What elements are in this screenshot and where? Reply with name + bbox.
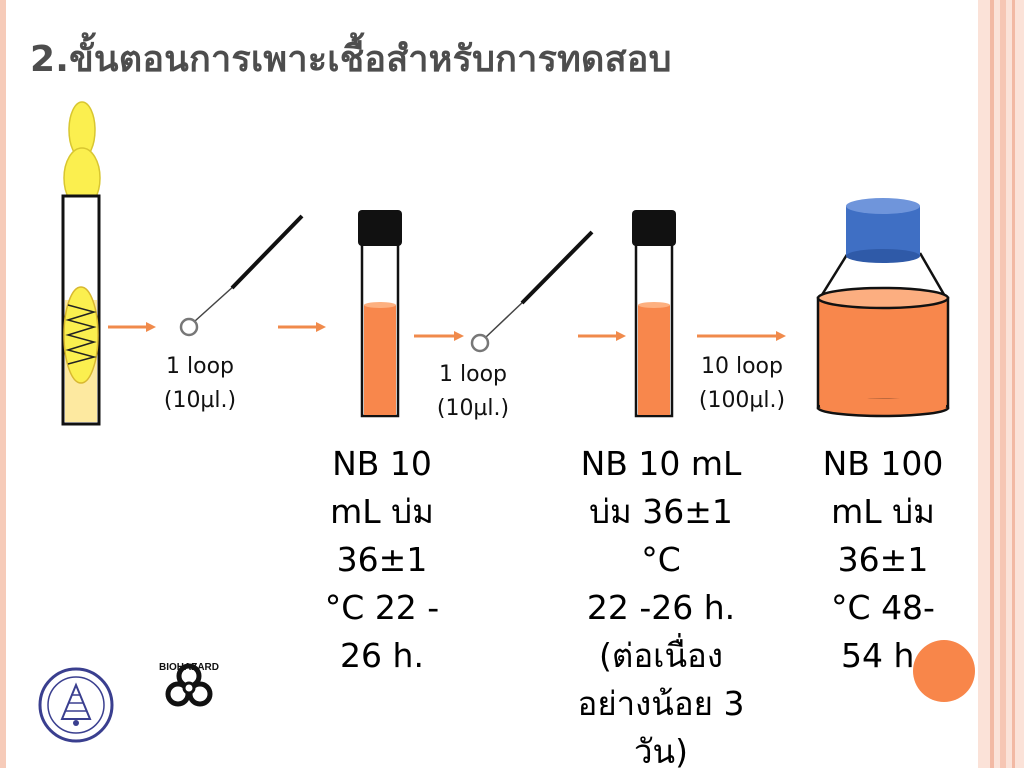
transfer-volume: (10µl.) <box>163 388 237 413</box>
transfer-label-2: 1 loop (10µl.) <box>413 358 533 426</box>
stage-line: 26 h. <box>340 636 424 675</box>
stage-line: °C <box>641 540 681 579</box>
stage-line: 22 -26 h. <box>586 588 736 627</box>
stage-line: วัน) <box>634 732 688 771</box>
slant-tube-icon <box>61 101 101 426</box>
broth-tube-icon <box>358 210 402 418</box>
stage-line: (ต่อเนื่อง <box>599 636 723 675</box>
inoculating-loop-icon <box>470 230 594 353</box>
frame-stripe <box>990 0 994 768</box>
page-title: 2.ขั้นตอนการเพาะเชื้อสำหรับการทดสอบ <box>30 39 672 80</box>
stage-line: อย่างน้อย 3 <box>577 684 745 723</box>
frame-stripe <box>1012 0 1015 768</box>
broth-bottle-icon <box>816 198 950 418</box>
stage-line: °C 48- <box>831 588 935 627</box>
stage-line: 36±1 <box>336 540 428 579</box>
stage-2-description: NB 10 mL บ่ม 36±1 °C 22 -26 h. (ต่อเนื่อ… <box>566 440 756 776</box>
broth-tube-icon <box>632 210 676 418</box>
university-seal-icon <box>38 667 114 743</box>
transfer-amount: 1 loop <box>166 354 234 379</box>
stage-line: mL บ่ม <box>330 492 434 531</box>
biohazard-icon: BIOHAZARD <box>157 662 221 707</box>
inoculating-loop-icon <box>179 214 304 337</box>
transfer-volume: (100µl.) <box>698 388 786 413</box>
stage-1-description: NB 10 mL บ่ม 36±1 °C 22 - 26 h. <box>302 440 462 680</box>
transfer-label-3: 10 loop (100µl.) <box>676 350 808 418</box>
stage-line: บ่ม 36±1 <box>589 492 733 531</box>
frame-stripe <box>1000 0 1006 768</box>
stage-line: mL บ่ม <box>831 492 935 531</box>
stage-line: NB 10 <box>332 444 432 483</box>
frame-left-border <box>0 0 6 768</box>
stage-line: °C 22 - <box>324 588 440 627</box>
stage-line: 36±1 <box>837 540 929 579</box>
transfer-amount: 10 loop <box>701 354 783 379</box>
stage-line: NB 100 <box>822 444 944 483</box>
biohazard-symbol-icon <box>165 663 213 707</box>
decorative-orange-circle <box>913 640 975 702</box>
transfer-volume: (10µl.) <box>436 396 510 421</box>
stage-line: NB 10 mL <box>580 444 742 483</box>
transfer-amount: 1 loop <box>439 362 507 387</box>
transfer-label-1: 1 loop (10µl.) <box>140 350 260 418</box>
stage-3-description: NB 100 mL บ่ม 36±1 °C 48- 54 h. <box>802 440 964 680</box>
stage-line: 54 h. <box>841 636 925 675</box>
